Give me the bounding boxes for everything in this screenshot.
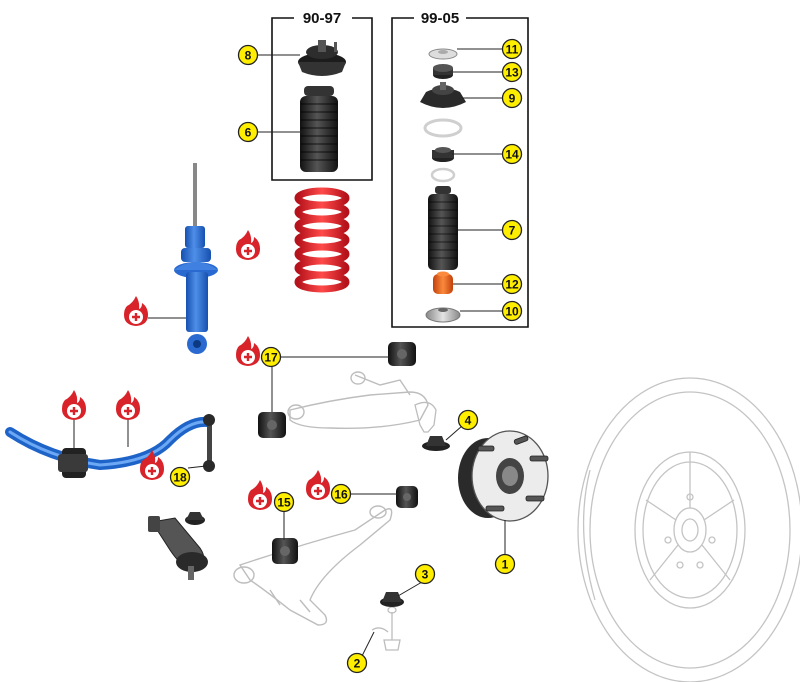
callout-label: 13 — [505, 66, 519, 80]
shock-absorber — [174, 163, 218, 354]
callout-label: 9 — [509, 92, 516, 106]
callout-label: 2 — [354, 657, 361, 671]
leader-lines — [73, 48, 506, 661]
callout-badge-8: 8 — [237, 44, 259, 66]
sway-bar-end-link — [203, 414, 215, 472]
upper-control-arm — [287, 371, 429, 430]
control-arm-bushing-16 — [396, 486, 418, 508]
callout-badge-15: 15 — [273, 491, 295, 513]
strut-washer — [428, 48, 458, 60]
callout-label: 14 — [505, 148, 519, 162]
callout-badge-9: 9 — [501, 87, 523, 109]
flame-plus-icon — [248, 480, 272, 510]
callout-badge-12: 12 — [501, 273, 523, 295]
dust-boot-99-05 — [428, 186, 458, 270]
callout-label: 16 — [334, 488, 348, 502]
lower-ball-joint — [371, 606, 401, 651]
callout-badge-16: 16 — [330, 483, 352, 505]
callout-badge-4: 4 — [457, 409, 479, 431]
upper-ball-joint — [414, 401, 437, 433]
bump-stop — [433, 271, 453, 294]
callout-badge-3: 3 — [414, 563, 436, 585]
callout-badge-6: 6 — [237, 121, 259, 143]
callout-label: 17 — [264, 351, 278, 365]
callout-label: 8 — [245, 49, 252, 63]
wheel-hub-bearing — [458, 430, 549, 522]
callout-badge-17: 17 — [260, 346, 282, 368]
ball-joint-boot — [422, 436, 450, 451]
flame-plus-icon — [236, 230, 260, 260]
callout-label: 10 — [505, 305, 519, 319]
spring-isolator-ring — [423, 118, 463, 138]
upper-strut-bushing — [433, 64, 453, 79]
flame-plus-icon — [62, 390, 86, 420]
callout-label: 18 — [173, 471, 187, 485]
flame-plus-icon — [236, 336, 260, 366]
control-arm-bushing-17-front — [258, 412, 286, 438]
callout-label: 12 — [505, 278, 519, 292]
callout-badge-14: 14 — [501, 143, 523, 165]
callout-badge-11: 11 — [501, 38, 523, 60]
group-title: 99-05 — [421, 10, 459, 27]
callout-label: 3 — [422, 568, 429, 582]
lower-ball-joint-boot — [380, 592, 404, 607]
callout-label: 15 — [277, 496, 291, 510]
group-title: 90-97 — [303, 10, 341, 27]
flame-plus-icon — [306, 470, 330, 500]
lower-control-arm — [233, 505, 393, 626]
spring-seat-ring — [430, 167, 456, 183]
coil-spring — [294, 187, 350, 293]
tie-rod-end — [148, 512, 208, 580]
callout-badge-18: 18 — [169, 466, 191, 488]
strut-mount-90-97 — [298, 40, 346, 76]
callout-badge-2: 2 — [346, 652, 368, 674]
callout-badges: 1 2 3 4 6 7 8 9 10 11 12 13 14 15 16 17 … — [169, 38, 523, 674]
callout-label: 4 — [465, 414, 472, 428]
callout-label: 1 — [502, 558, 509, 572]
lower-spring-seat — [425, 307, 461, 323]
callout-label: 7 — [509, 224, 516, 238]
group-box-90-97: 90-97 — [271, 10, 373, 181]
callout-label: 11 — [506, 43, 519, 57]
strut-bushing — [432, 147, 454, 162]
callout-badge-13: 13 — [501, 61, 523, 83]
callout-badge-1: 1 — [494, 553, 516, 575]
callout-badge-7: 7 — [501, 219, 523, 241]
flame-plus-icon — [140, 450, 164, 480]
tire-wheel-outline — [577, 377, 800, 682]
strut-mount-99-05 — [420, 82, 466, 108]
callout-label: 6 — [245, 126, 252, 140]
control-arm-bushing-17-rear — [388, 342, 416, 366]
dust-boot-90-97 — [300, 86, 338, 172]
group-box-99-05: 99-05 — [391, 10, 529, 328]
flame-plus-icon — [124, 296, 148, 326]
flame-plus-icon — [116, 390, 140, 420]
callout-badge-10: 10 — [501, 300, 523, 322]
control-arm-bushing-15 — [272, 538, 298, 564]
sway-bar — [5, 416, 213, 478]
sway-bar-bushing — [58, 448, 88, 478]
